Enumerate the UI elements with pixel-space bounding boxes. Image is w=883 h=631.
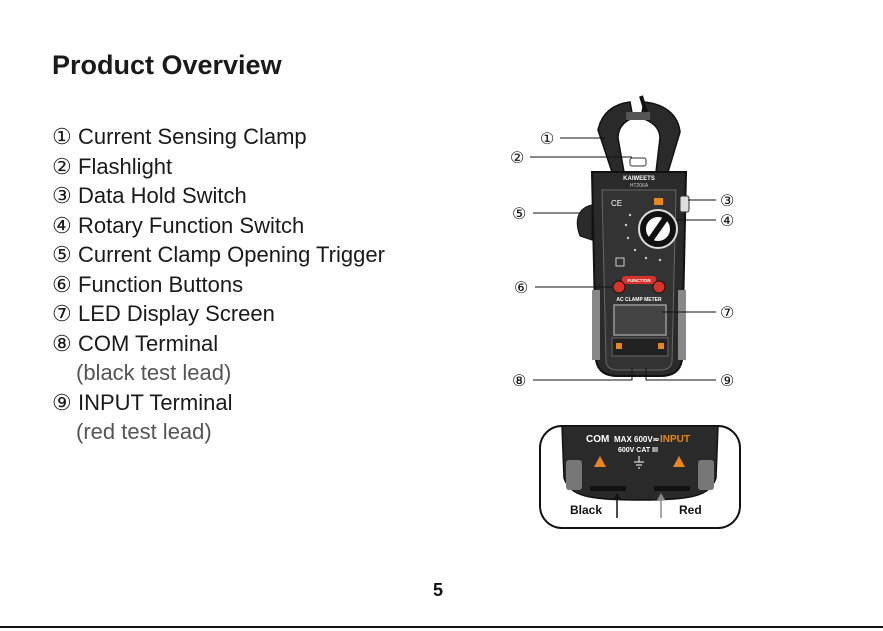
rating-line-2: 600V CAT III: [618, 447, 658, 454]
warning-icon: [654, 198, 663, 205]
part-number: ③: [52, 183, 72, 208]
terminal-detail-grip-left: [566, 460, 582, 490]
input-warning-icon: [673, 456, 685, 467]
terminal-detail-grip-right: [698, 460, 714, 490]
dial-mark: [633, 248, 637, 252]
dial-mark: [626, 236, 630, 240]
page-number: 5: [433, 580, 444, 600]
bottom-rule: [0, 626, 883, 628]
part-label: Current Clamp Opening Trigger: [78, 242, 385, 267]
page-title: Product Overview: [52, 50, 282, 80]
part-label: Flashlight: [78, 153, 173, 179]
part-label: INPUT Terminal: [78, 389, 233, 415]
ce-mark: CE: [611, 199, 622, 208]
part-label: Data Hold Switch: [78, 183, 247, 208]
part-number: ⑦: [52, 301, 72, 326]
part-number: ⑤: [52, 242, 72, 267]
terminal-strip: [611, 337, 669, 357]
flashlight-icon: [629, 157, 647, 167]
part-number: ④: [52, 212, 72, 238]
display-label: AC CLAMP METER: [616, 297, 662, 303]
function-button-bar: [622, 276, 656, 284]
part-label: COM Terminal: [78, 330, 219, 356]
callout-line-8: [533, 368, 633, 381]
rating-line-1: MAX 600V≂: [614, 435, 660, 444]
clamp-pointer-mark: [639, 95, 648, 113]
function-button-right: [652, 280, 666, 294]
part-label: Rotary Function Switch: [78, 212, 305, 238]
callout-6: ⑥: [514, 280, 528, 297]
part-number: ①: [52, 124, 72, 149]
callout-3: ③: [720, 193, 734, 210]
terminal-warning-left: [616, 343, 622, 349]
black-lead-label: Black: [570, 503, 602, 517]
com-label: COM: [586, 434, 609, 445]
part-number: ⑧: [52, 330, 72, 356]
input-label: INPUT: [660, 434, 690, 445]
part-label: Function Buttons: [78, 271, 244, 297]
black-arrow-icon: [613, 493, 621, 500]
dial-mark: [628, 213, 632, 217]
part-label: LED Display Screen: [78, 301, 275, 326]
part-number: ②: [52, 153, 72, 179]
callout-1: ①: [540, 131, 554, 148]
nc-sensor-icon: [615, 257, 625, 267]
part-label: Current Sensing Clamp: [78, 124, 307, 149]
side-grip-left: [592, 290, 600, 360]
ground-icon: [634, 456, 644, 469]
input-socket: [654, 486, 690, 491]
function-button-label: FUNCTION: [627, 278, 650, 283]
red-arrow-icon: [657, 493, 665, 500]
function-button-left: [612, 280, 626, 294]
led-display-screen: [613, 304, 667, 336]
terminal-warning-right: [658, 343, 664, 349]
model-label: HT206A: [630, 183, 649, 189]
dial-mark: [624, 223, 628, 227]
callout-2: ②: [510, 150, 524, 167]
clamp-tip: [626, 112, 650, 120]
data-hold-switch-icon: [679, 195, 690, 213]
side-grip-right: [678, 290, 686, 360]
part-note: (red test lead): [76, 419, 212, 444]
dial-mark: [644, 256, 648, 260]
callout-5: ⑤: [512, 206, 526, 223]
clamp-trigger-icon: [576, 204, 593, 241]
callout-line-9: [645, 368, 716, 381]
brand-label: KAIWEETS: [623, 176, 655, 182]
com-socket: [590, 486, 626, 491]
callout-8: ⑧: [512, 373, 526, 390]
part-number: ⑨: [52, 389, 72, 415]
red-lead-label: Red: [679, 503, 702, 517]
rotary-switch-pointer: [647, 214, 670, 243]
callout-4: ④: [720, 213, 734, 230]
part-note: (black test lead): [76, 360, 232, 385]
callout-9: ⑨: [720, 373, 734, 390]
callout-7: ⑦: [720, 305, 734, 322]
com-warning-icon: [594, 456, 606, 467]
part-number: ⑥: [52, 271, 72, 297]
dial-mark: [658, 258, 662, 262]
